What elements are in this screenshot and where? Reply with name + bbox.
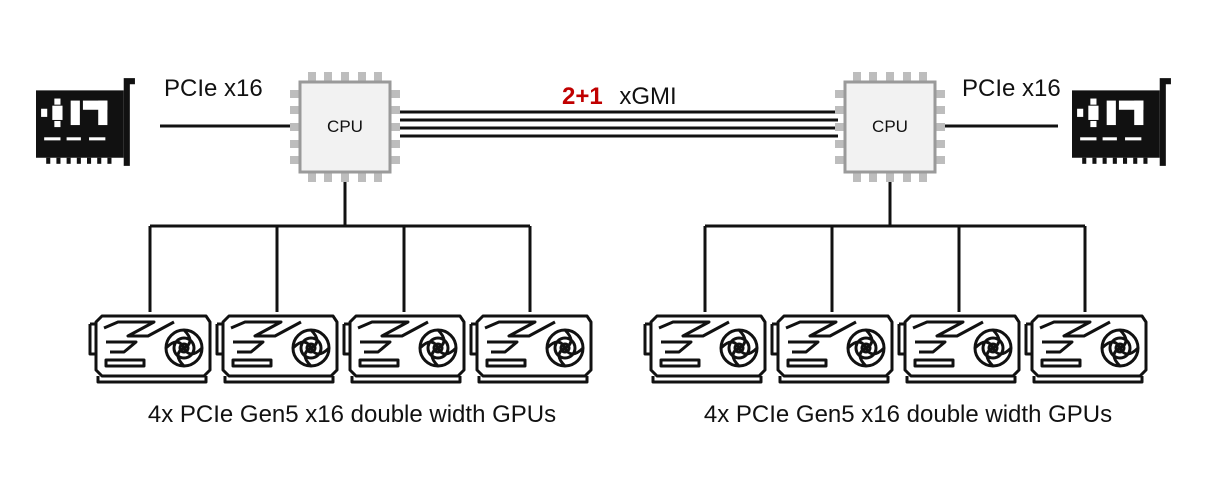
left-cpu-label: CPU [327,117,363,136]
xgmi-count: 2+1 [562,83,603,110]
network-card-icon [36,78,135,166]
left-pcie-label: PCIe x16 [164,75,263,102]
xgmi-link-bundle [400,110,838,138]
gpu-card-icon [342,314,466,384]
left-gpu-caption: 4x PCIe Gen5 x16 double width GPUs [148,401,556,428]
left-gpu-bus [148,182,532,312]
network-card-icon [1072,78,1171,166]
gpu-card-icon [215,314,339,384]
right-gpu-caption: 4x PCIe Gen5 x16 double width GPUs [704,401,1112,428]
gpu-card-icon [770,314,894,384]
gpu-card-icon [1024,314,1148,384]
right-pcie-label: PCIe x16 [962,75,1061,102]
gpu-card-icon [897,314,1021,384]
xgmi-label: 2+1 xGMI [562,83,677,110]
gpu-card-icon [88,314,212,384]
gpu-card-icon [469,314,593,384]
gpu-card-icon [643,314,767,384]
xgmi-name: xGMI [619,83,676,110]
right-cpu-label: CPU [872,117,908,136]
right-gpu-bus [703,182,1087,312]
